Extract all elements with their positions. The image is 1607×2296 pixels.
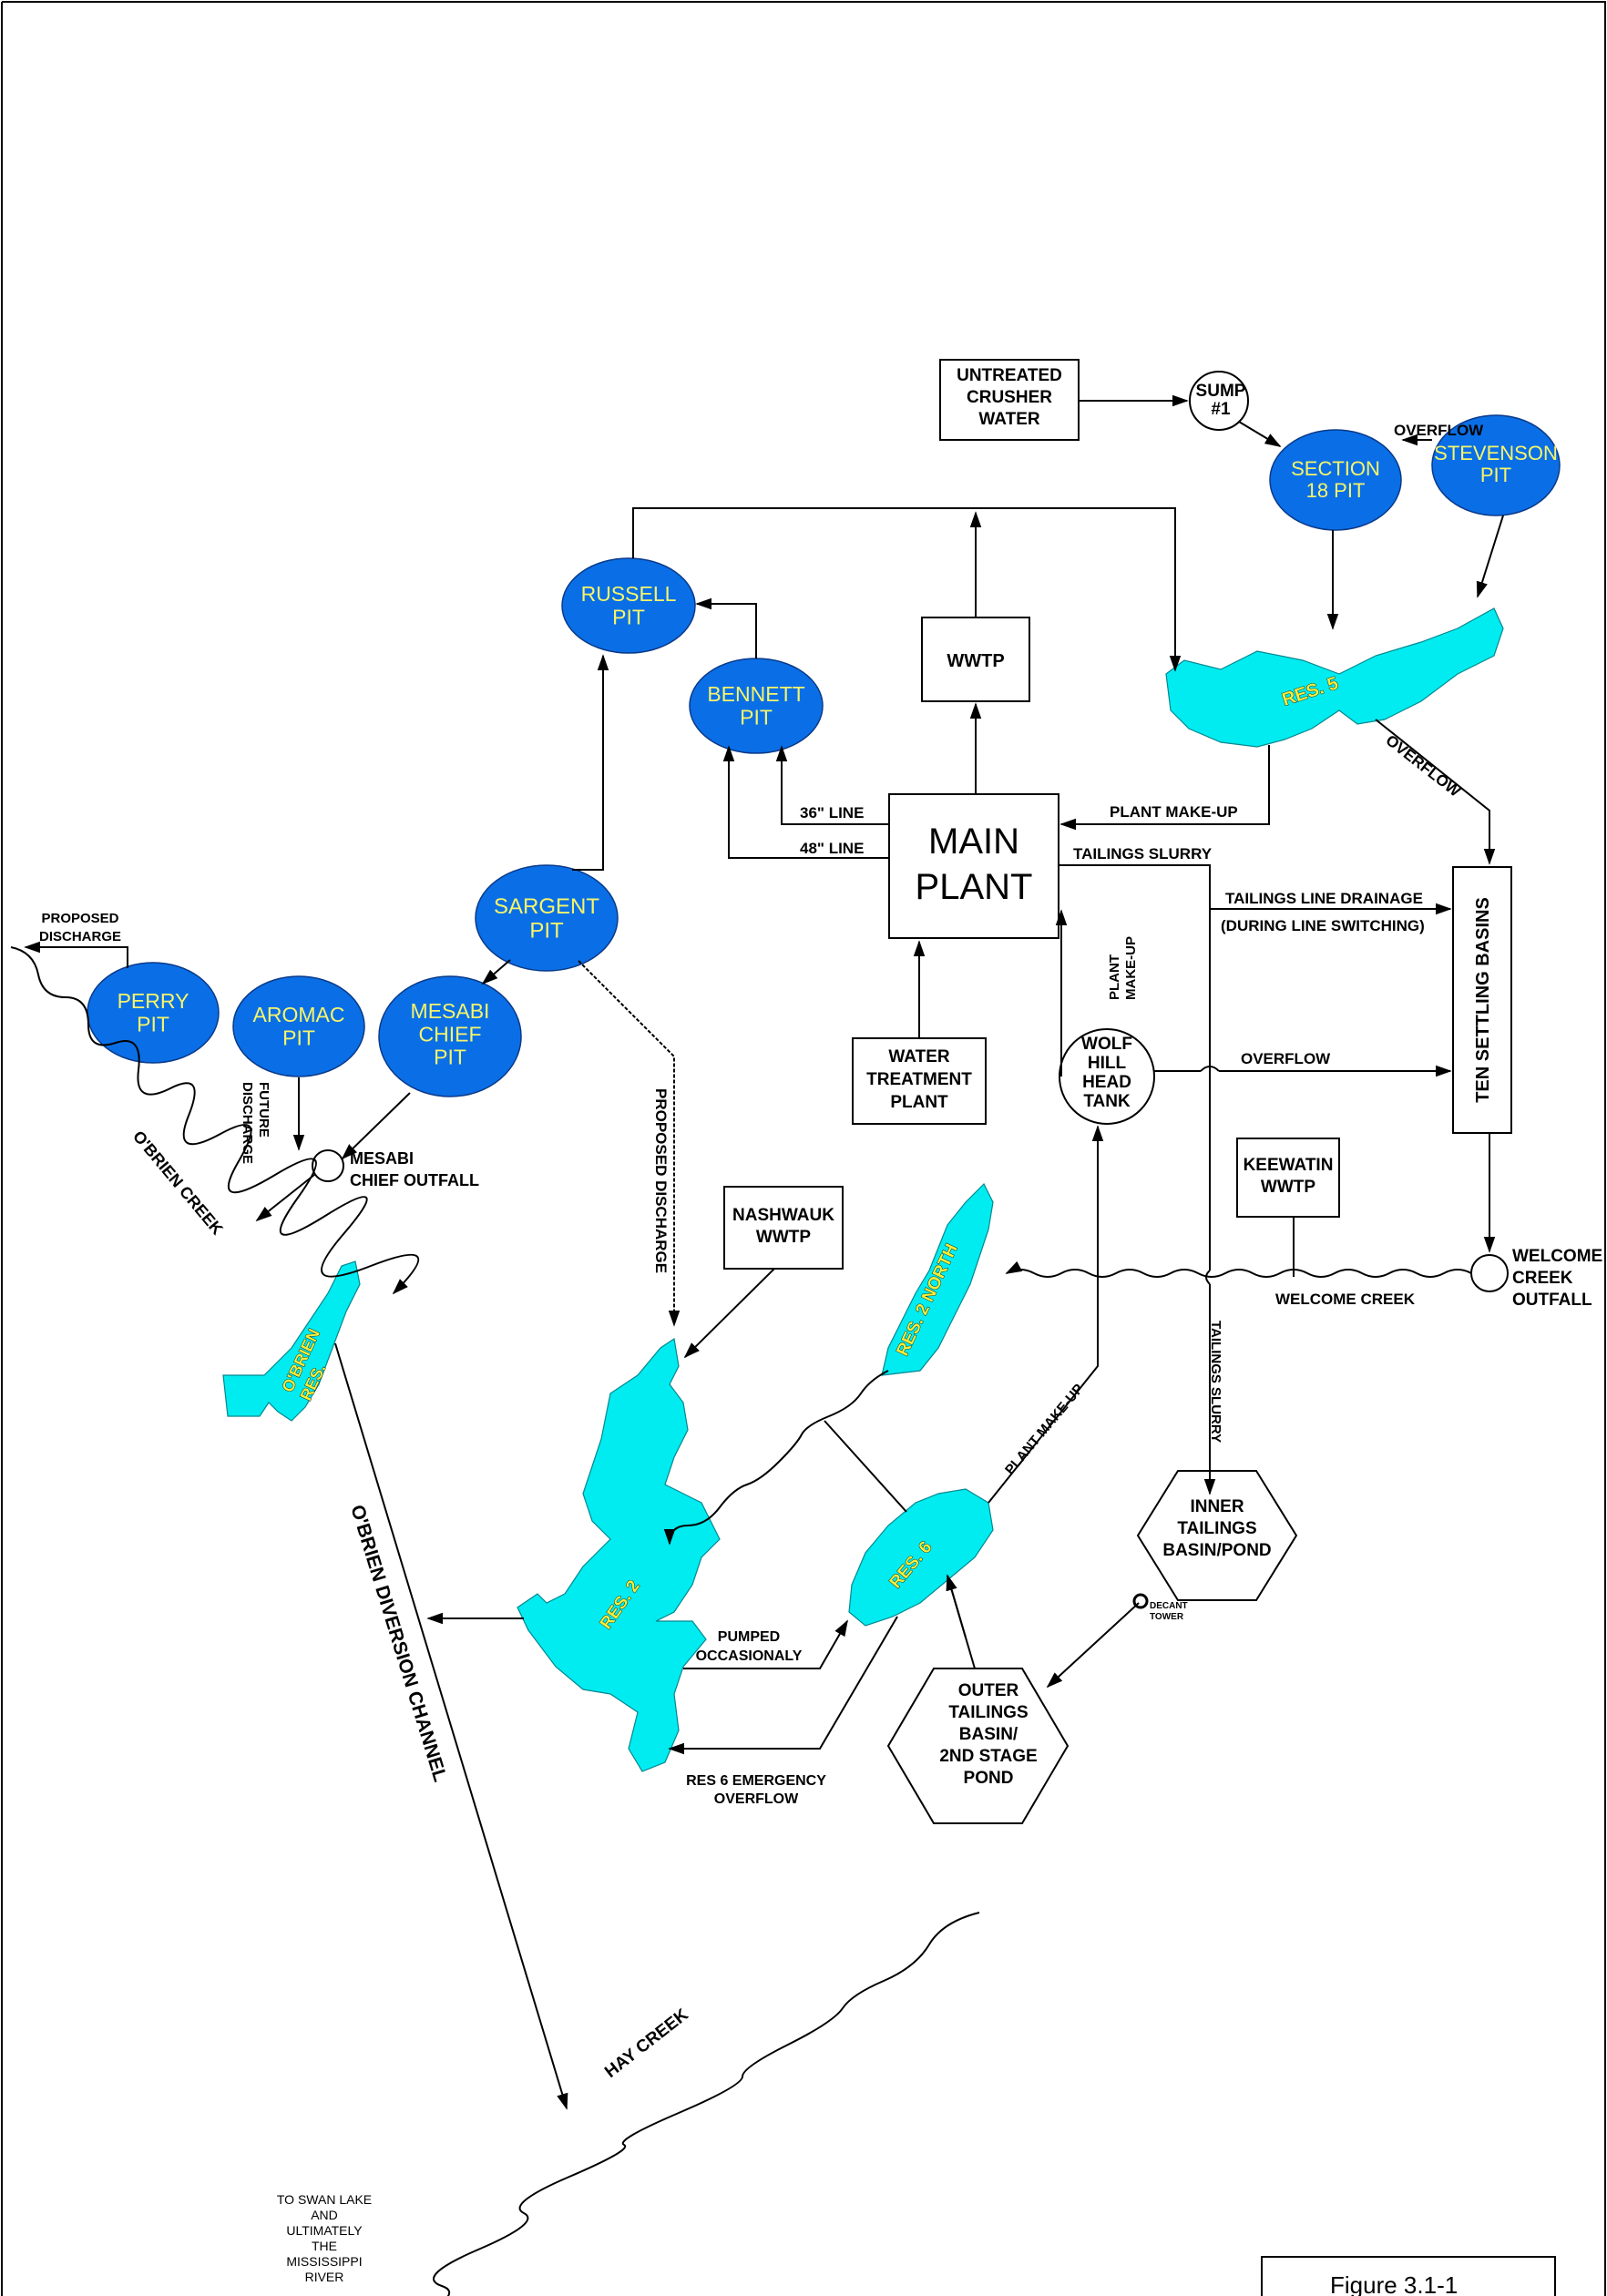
- tailings-slurry-v-label: TAILINGS SLURRY: [1208, 1321, 1223, 1443]
- welcome-outfall-circle: [1470, 1254, 1509, 1292]
- proposed-discharge-v-label: PROPOSED DISCHARGE: [652, 1088, 670, 1273]
- figure-caption: Figure 3.1-1: [1330, 2271, 1458, 2296]
- res2-shape: [517, 1337, 721, 1772]
- obrien-creek-line: [10, 946, 420, 1295]
- diversion-channel-label: O'BRIEN DIVERSION CHANNEL: [346, 1503, 451, 1785]
- res6-shape: [848, 1488, 994, 1627]
- sump-1: SUMP#1: [1189, 371, 1249, 431]
- ten-settling-label: TEN SETTLING BASINS: [1473, 897, 1493, 1103]
- hay-creek-line: [433, 1912, 980, 2296]
- plant-makeup-diag-label: PLANT MAKE-UP: [1002, 1382, 1087, 1478]
- mesabi-outfall-circle: [312, 1149, 344, 1182]
- overflow-wolf-label: OVERFLOW: [1241, 1050, 1331, 1067]
- obrien-creek-label: O'BRIEN CREEK: [129, 1128, 227, 1239]
- overflow-top-label: OVERFLOW: [1394, 422, 1484, 439]
- welcome-creek-label: WELCOME CREEK: [1275, 1291, 1416, 1308]
- wwtp-label: WWTP: [947, 651, 1004, 671]
- figure-caption-box: Figure 3.1-1: [1261, 2256, 1556, 2296]
- tailings-drain1-label: TAILINGS LINE DRAINAGE: [1225, 890, 1423, 907]
- res5-shape: [1165, 607, 1504, 748]
- plant-makeup-label: PLANT MAKE-UP: [1110, 803, 1238, 821]
- overflow-res5-label: OVERFLOW: [1383, 731, 1465, 801]
- obrien-res-shape: [222, 1260, 361, 1422]
- plant-makeup-v-label: PLANTMAKE-UP: [1107, 936, 1139, 1000]
- res2north-shape: [881, 1182, 994, 1376]
- welcome-creek-line: [1005, 1260, 1472, 1278]
- ten-settling-basins: TEN SETTLING BASINS: [1452, 866, 1512, 1134]
- tailings-slurry-h-label: TAILINGS SLURRY: [1073, 845, 1213, 862]
- sump-label: SUMP#1: [1196, 382, 1246, 419]
- line48-label: 48" LINE: [800, 840, 864, 857]
- line36-label: 36" LINE: [800, 804, 864, 821]
- hay-creek-label: HAY CREEK: [601, 2005, 692, 2082]
- wwtp-box: WWTP: [921, 617, 1030, 702]
- tailings-drain2-label: (DURING LINE SWITCHING): [1221, 917, 1425, 934]
- future-discharge-label: FUTUREDISCHARGE: [240, 1082, 271, 1164]
